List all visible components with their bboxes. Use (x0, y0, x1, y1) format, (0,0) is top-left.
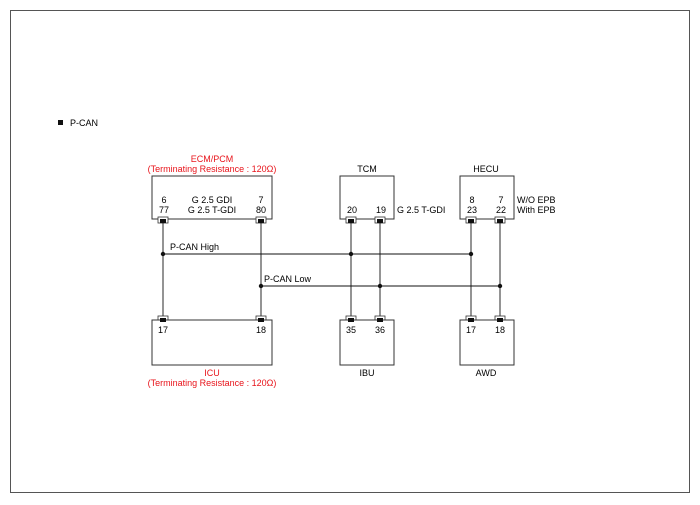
awd-module-box (459, 319, 515, 366)
awd-name: AWD (476, 368, 497, 378)
splice-node (497, 283, 503, 289)
ecm-terminating-note: (Terminating Resistance : 120Ω) (148, 164, 277, 174)
awd-pin-low: 18 (495, 325, 505, 335)
ibu-pin-low: 36 (375, 325, 385, 335)
splice-node (258, 283, 264, 289)
connector-pin (160, 318, 166, 322)
section-title: P-CAN (70, 118, 98, 128)
ibu-module-box (339, 319, 395, 366)
ecm-pin-high-b: 77 (159, 205, 169, 215)
ecm-pin-low-b: 80 (256, 205, 266, 215)
tcm-name: TCM (357, 164, 377, 174)
icu-module-box (151, 319, 273, 366)
ecm-name: ECM/PCM (191, 154, 234, 164)
icu-pin-low: 18 (256, 325, 266, 335)
connector-pin (348, 318, 354, 322)
hecu-pin-low-b: 22 (496, 205, 506, 215)
connector-pin (377, 219, 383, 223)
tcm-variant: G 2.5 T-GDI (397, 205, 445, 215)
connector-pin (377, 318, 383, 322)
ibu-pin-high: 35 (346, 325, 356, 335)
connector-pin (497, 318, 503, 322)
splice-node (377, 283, 383, 289)
hecu-module-box (459, 175, 515, 220)
hecu-pin-high-a: 8 (469, 195, 474, 205)
ecm-variant-a: G 2.5 GDI (192, 195, 233, 205)
diagram-frame (10, 10, 690, 493)
ecm-variant-b: G 2.5 T-GDI (188, 205, 236, 215)
splice-node (468, 251, 474, 257)
can-low-label: P-CAN Low (264, 274, 312, 284)
connector-pin (258, 318, 264, 322)
ibu-name: IBU (359, 368, 374, 378)
connector-pin (468, 318, 474, 322)
connector-pin (160, 219, 166, 223)
hecu-name: HECU (473, 164, 499, 174)
ecm-pin-low-a: 7 (258, 195, 263, 205)
tcm-pin-high: 20 (347, 205, 357, 215)
bullet-icon (58, 120, 63, 125)
icu-terminating-note: (Terminating Resistance : 120Ω) (148, 378, 277, 388)
connector-pin (348, 219, 354, 223)
connector-pin (258, 219, 264, 223)
tcm-pin-low: 19 (376, 205, 386, 215)
connector-pin (468, 219, 474, 223)
ecm-pin-high-a: 6 (161, 195, 166, 205)
hecu-pin-high-b: 23 (467, 205, 477, 215)
tcm-module-box (339, 175, 395, 220)
splice-node (348, 251, 354, 257)
hecu-variant-b: With EPB (517, 205, 556, 215)
ecm-module-box (151, 175, 273, 220)
splice-node (160, 251, 166, 257)
awd-pin-high: 17 (466, 325, 476, 335)
icu-name: ICU (204, 368, 220, 378)
can-high-label: P-CAN High (170, 242, 219, 252)
icu-pin-high: 17 (158, 325, 168, 335)
hecu-pin-low-a: 7 (498, 195, 503, 205)
hecu-variant-a: W/O EPB (517, 195, 556, 205)
connector-pin (497, 219, 503, 223)
